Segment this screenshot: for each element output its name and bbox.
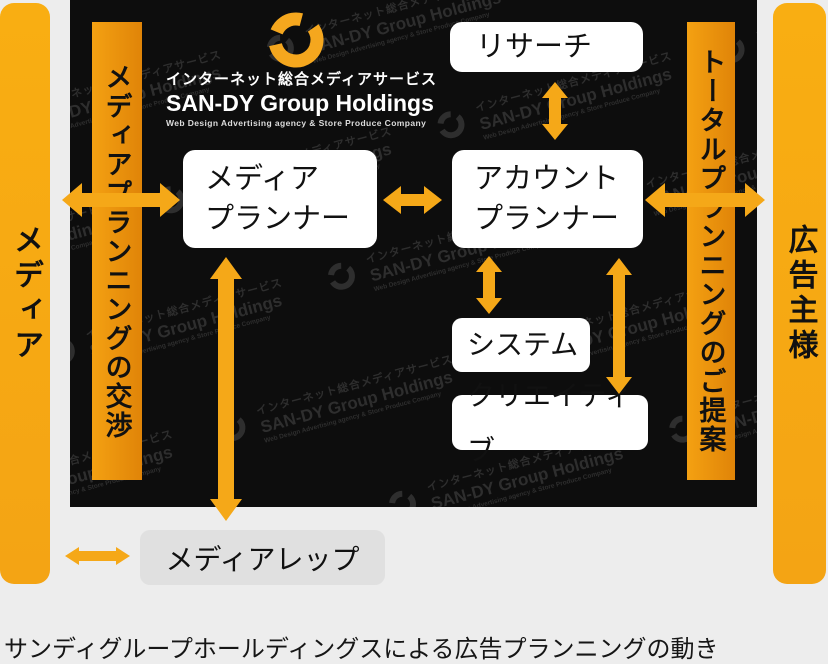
advertiser-side-label: 広告主様: [783, 223, 817, 364]
logo-tagline: インターネット総合メディアサービス: [166, 71, 437, 88]
node-media-rep: メディアレップ: [140, 530, 385, 585]
media-side-label: メディア: [9, 223, 42, 364]
arrow-media-mediaplanner: [62, 183, 180, 217]
diagram-panel: インターネット総合メディアサービス SAN-DY Group HoldingsWe…: [70, 0, 757, 507]
arrow-mediaplanner-mediarep: [210, 257, 242, 521]
arrow-media-mediarep: [65, 547, 130, 565]
watermark-ring-icon: [327, 262, 355, 290]
negotiation-bar: メディアプランニングの交渉: [92, 22, 142, 480]
proposal-label: トータルプランニングのご提案: [695, 48, 726, 454]
node-research: リサーチ: [450, 22, 643, 72]
negotiation-label: メディアプランニングの交渉: [101, 62, 132, 440]
arrow-accountplanner-system: [476, 256, 502, 314]
arrow-accountplanner-advertiser: [645, 183, 765, 217]
advertiser-side-bar: 広告主様: [773, 3, 826, 584]
proposal-bar: トータルプランニングのご提案: [687, 22, 735, 480]
arrow-research-accountplanner: [542, 82, 568, 140]
arrow-accountplanner-creative: [606, 258, 632, 394]
logo-ring-icon: [268, 12, 324, 68]
node-media-planner: メディア プランナー: [183, 150, 377, 248]
arrow-mediaplanner-accountplanner: [383, 186, 442, 214]
node-account-planner: アカウント プランナー: [452, 150, 643, 248]
watermark-ring-icon: [437, 111, 465, 139]
watermark-ring-icon: [70, 337, 75, 365]
logo-subtitle: Web Design Advertising agency & Store Pr…: [166, 118, 427, 128]
media-side-bar: メディア: [0, 3, 50, 584]
node-creative: クリエイティブ: [452, 380, 648, 466]
watermark-ring-icon: [389, 490, 417, 507]
node-system: システム: [452, 318, 590, 372]
logo-name: SAN-DY Group Holdings: [166, 90, 434, 116]
diagram-caption: サンディグループホールディングスによる広告プランニングの動き: [4, 636, 719, 663]
